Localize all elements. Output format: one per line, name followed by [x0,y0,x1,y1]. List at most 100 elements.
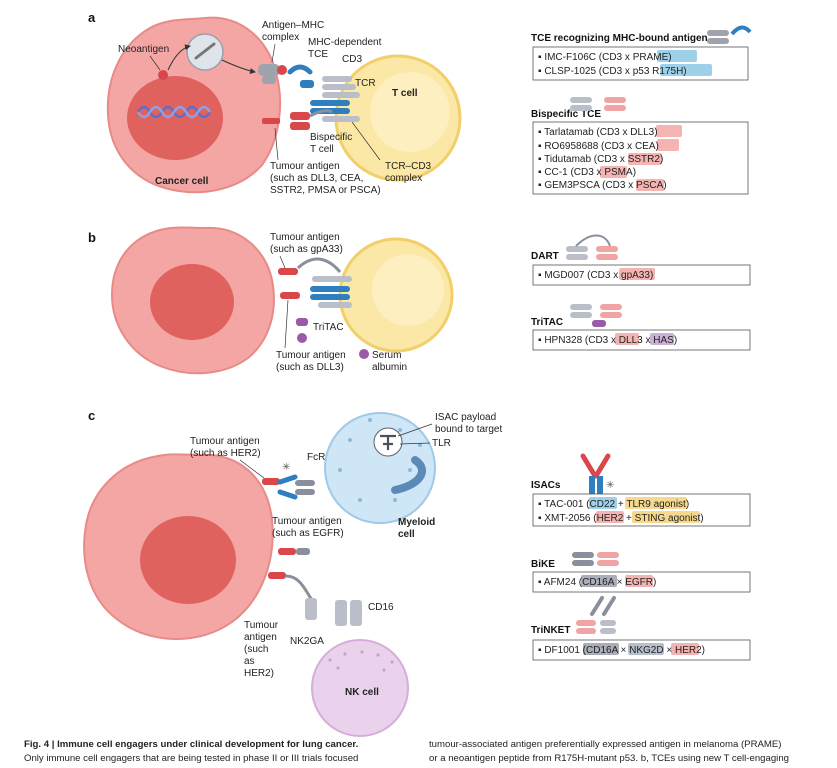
label-tcr-cd3-2: complex [385,173,422,184]
label-ta-her2-5: HER2) [244,668,274,679]
endosome [391,456,426,494]
label-nk2ga: NK2GA [290,636,324,647]
bispecific-t-cell-engager [290,109,333,130]
panel-label-c: c [88,408,95,423]
legend-tce-item-0: ▪ IMC-F106C (CD3 x PRAME) [538,52,672,63]
cancer-nucleus [127,76,223,160]
caption-left: Fig. 4 | Immune cell engagers under clin… [24,738,384,765]
isac-antibody: ✳ [262,462,315,500]
legend-tritac-box [532,329,751,351]
mhc-dependent-tce [287,64,314,88]
tritac-molecule [280,292,308,343]
label-neoantigen: Neoantigen [118,44,169,55]
label-mhc-tce-1: MHC-dependent [308,37,382,48]
tumour-antigen-a [262,118,280,124]
label-tumour-antigen-b2: (such as gpA33) [270,244,343,255]
label-bispecific-2: T cell [310,144,334,155]
label-isac-1: ISAC payload [435,412,496,423]
legend-bike-title: BiKE [531,559,555,570]
panel-label-b: b [88,230,96,245]
neoantigen-dot [158,70,168,80]
label-cd16: CD16 [368,602,394,613]
svg-text:✳: ✳ [606,480,614,491]
diagram: a Neoantigen Antigen–MHC complex MHC-dep… [83,10,752,737]
legend-trinket-title: TriNKET [531,625,570,636]
legend-dart-icon [566,234,618,260]
label-bispecific-1: Bispecific [310,132,352,143]
label-tumour-antigen-c1: Tumour antigen [190,436,260,447]
legend-tritac-icon [570,304,622,327]
label-serum-1: Serum [372,350,401,361]
trinket-molecule [268,572,362,626]
label-cancer-cell: Cancer cell [155,176,209,187]
label-nk-cell: NK cell [345,687,379,698]
payload-star-icon: ✳ [282,462,290,473]
label-antigen-mhc-1: Antigen–MHC [262,20,324,31]
legend-tce-title: TCE recognizing MHC-bound antigen [531,33,708,44]
label-tcr-cd3-1: TCR–CD3 [385,161,432,172]
legend-isacs-title: ISACs [531,480,561,491]
legend-tritac-item: ▪ HPN328 (CD3 x DLL3 x HAS) [538,335,677,346]
caption-right-line2: or a neoantigen peptide from R175H-mutan… [429,752,789,764]
caption-right: tumour-associated antigen preferentially… [429,738,819,765]
legend-tce-box [532,46,749,81]
label-tumour-antigen-c2: (such as HER2) [190,448,261,459]
serum-albumin-icon [359,349,369,359]
label-antigen-mhc-2: complex [262,32,299,43]
label-cd3: CD3 [342,54,362,65]
legend-isac-icon: ✳ [580,453,614,494]
legend-bispecific-title: Bispecific TCE [531,109,601,120]
caption-right-line1: tumour-associated antigen preferentially… [429,739,782,750]
caption-left-line2: Only immune cell engagers that are being… [24,752,359,764]
label-ta-her2-4: as [244,656,255,667]
label-tumour-antigen-b4: (such as DLL3) [276,362,344,373]
legend-trinket-icon [576,596,616,634]
cancer-nucleus-b [150,264,234,340]
label-tritac: TriTAC [313,322,344,333]
cancer-nucleus-c [140,516,236,604]
legend-trinket-item: ▪ DF1001 (CD16A × NKG2D × HER2) [538,645,705,656]
legend-bike-icon [572,552,619,566]
panel-label-a: a [88,10,96,25]
label-tumour-antigen-c4: (such as EGFR) [272,528,344,539]
antigen-mhc-complex [258,64,287,84]
label-serum-2: albumin [372,362,407,373]
myeloid-cell [324,412,436,524]
label-myeloid-1: Myeloid [398,517,435,528]
label-tumour-antigen-b1: Tumour antigen [270,232,340,243]
legend-bispecific-item-4: ▪ GEM3PSCA (CD3 x PSCA) [538,180,667,191]
legend-bike-item: ▪ AFM24 (CD16A × EGFR) [538,577,656,588]
label-tumour-antigen-a2: (such as DLL3, CEA, [270,173,363,184]
label-tumour-antigen-b3: Tumour antigen [276,350,346,361]
nk-cell [311,639,409,737]
legend-bispecific-item-2: ▪ Tidutamab (CD3 x SSTR2) [538,154,663,165]
label-tumour-antigen-c3: Tumour antigen [272,516,342,527]
label-isac-2: bound to target [435,424,502,435]
legend-tce-icon [707,25,752,44]
legend-tritac-title: TriTAC [531,317,563,328]
label-tumour-antigen-a1: Tumour antigen [270,161,340,172]
label-tumour-antigen-a3: SSTR2, PMSA or PSCA) [270,185,381,196]
bike-molecule [278,548,310,555]
label-mhc-tce-2: TCE [308,49,328,60]
legend-isac-item-0: ▪ TAC-001 (CD22 + TLR9 agonist) [538,499,689,510]
legend-bispecific-item-3: ▪ CC-1 (CD3 x PSMA) [538,167,636,178]
label-tcr: TCR [355,78,376,89]
legend-bispecific-item-1: ▪ RO6958688 (CD3 x CEA) [538,141,659,152]
label-fcr: FcR [307,452,325,463]
label-t-cell: T cell [392,88,418,99]
tlr-icon [380,434,396,450]
cancer-cell-a [106,16,282,194]
label-ta-her2-1: Tumour [244,620,279,631]
label-ta-her2-2: antigen [244,632,277,643]
legend-isac-item-1: ▪ XMT-2056 (HER2 + STING agonist) [538,513,704,524]
label-ta-her2-3: (such [244,644,268,655]
label-myeloid-2: cell [398,529,415,540]
legend-dart-item: ▪ MGD007 (CD3 x gpA33) [538,270,653,281]
legend-bispecific-icon [570,97,626,111]
caption-title: Fig. 4 | Immune cell engagers under clin… [24,739,359,750]
label-tlr: TLR [432,438,451,449]
legend-tce-item-1: ▪ CLSP-1025 (CD3 x p53 R175H) [538,66,687,77]
legend-bispecific-item-0: ▪ Tarlatamab (CD3 x DLL3) [538,127,658,138]
dart-molecule [278,257,352,308]
